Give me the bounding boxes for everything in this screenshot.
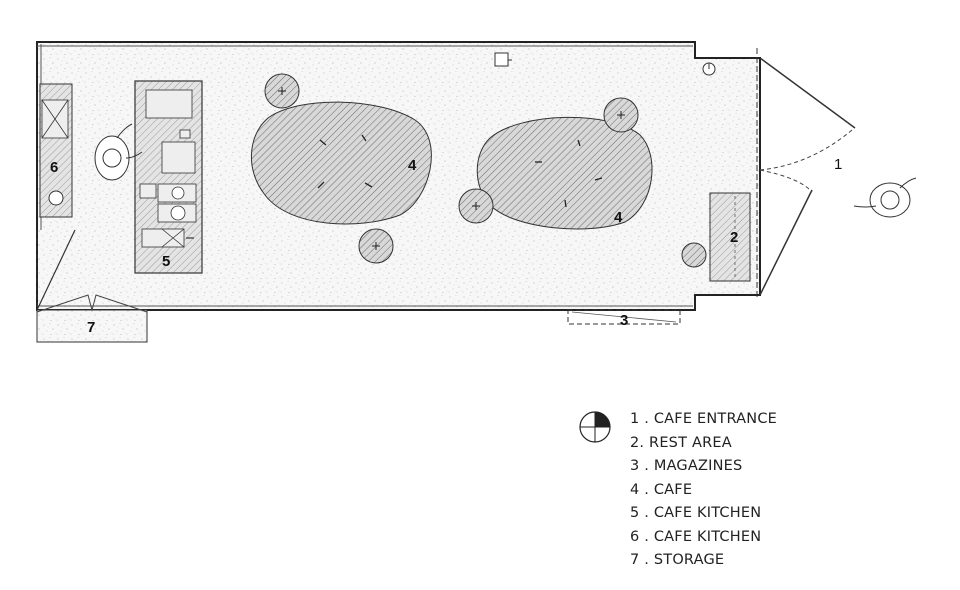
legend-item: 6 . CAFE KITCHEN (630, 528, 762, 545)
cafe-table-right (476, 116, 653, 230)
legend-item: 3 . MAGAZINES (630, 458, 743, 474)
stool-icon (681, 242, 707, 268)
storage-area (36, 229, 148, 343)
label-storage: 7 (87, 319, 95, 336)
label-rest-area: 2 (730, 229, 738, 246)
north-arrow-icon (579, 411, 611, 443)
person-icon (94, 123, 143, 181)
wall-outlet-icon (494, 52, 512, 67)
label-cafe-right: 4 (614, 209, 623, 226)
kitchen-counter-6 (39, 83, 73, 218)
stool-icon (458, 188, 494, 224)
kitchen-counter-5 (134, 80, 203, 274)
person-icon (853, 177, 917, 218)
label-magazines: 3 (620, 312, 628, 329)
rest-area-bench (709, 192, 751, 282)
cafe-table-left (251, 101, 432, 225)
label-kitchen-5: 5 (162, 253, 170, 270)
stool-icon (264, 73, 300, 109)
legend: 1 . CAFE ENTRANCE 2. REST AREA 3 . MAGAZ… (630, 408, 777, 573)
stool-icon (358, 228, 394, 264)
legend-item: 7 . STORAGE (630, 552, 725, 568)
magazine-shelf (567, 309, 681, 325)
legend-item: 4 . CAFE (630, 481, 693, 498)
label-kitchen-6: 6 (50, 159, 58, 176)
label-entrance: 1 (834, 156, 842, 173)
label-cafe-left: 4 (408, 157, 417, 174)
stool-icon (603, 97, 639, 133)
entrance-door (702, 48, 856, 300)
legend-item: 2. REST AREA (630, 434, 732, 451)
legend-item: 5 . CAFE KITCHEN (630, 505, 762, 521)
legend-item: 1 . CAFE ENTRANCE (630, 411, 778, 427)
